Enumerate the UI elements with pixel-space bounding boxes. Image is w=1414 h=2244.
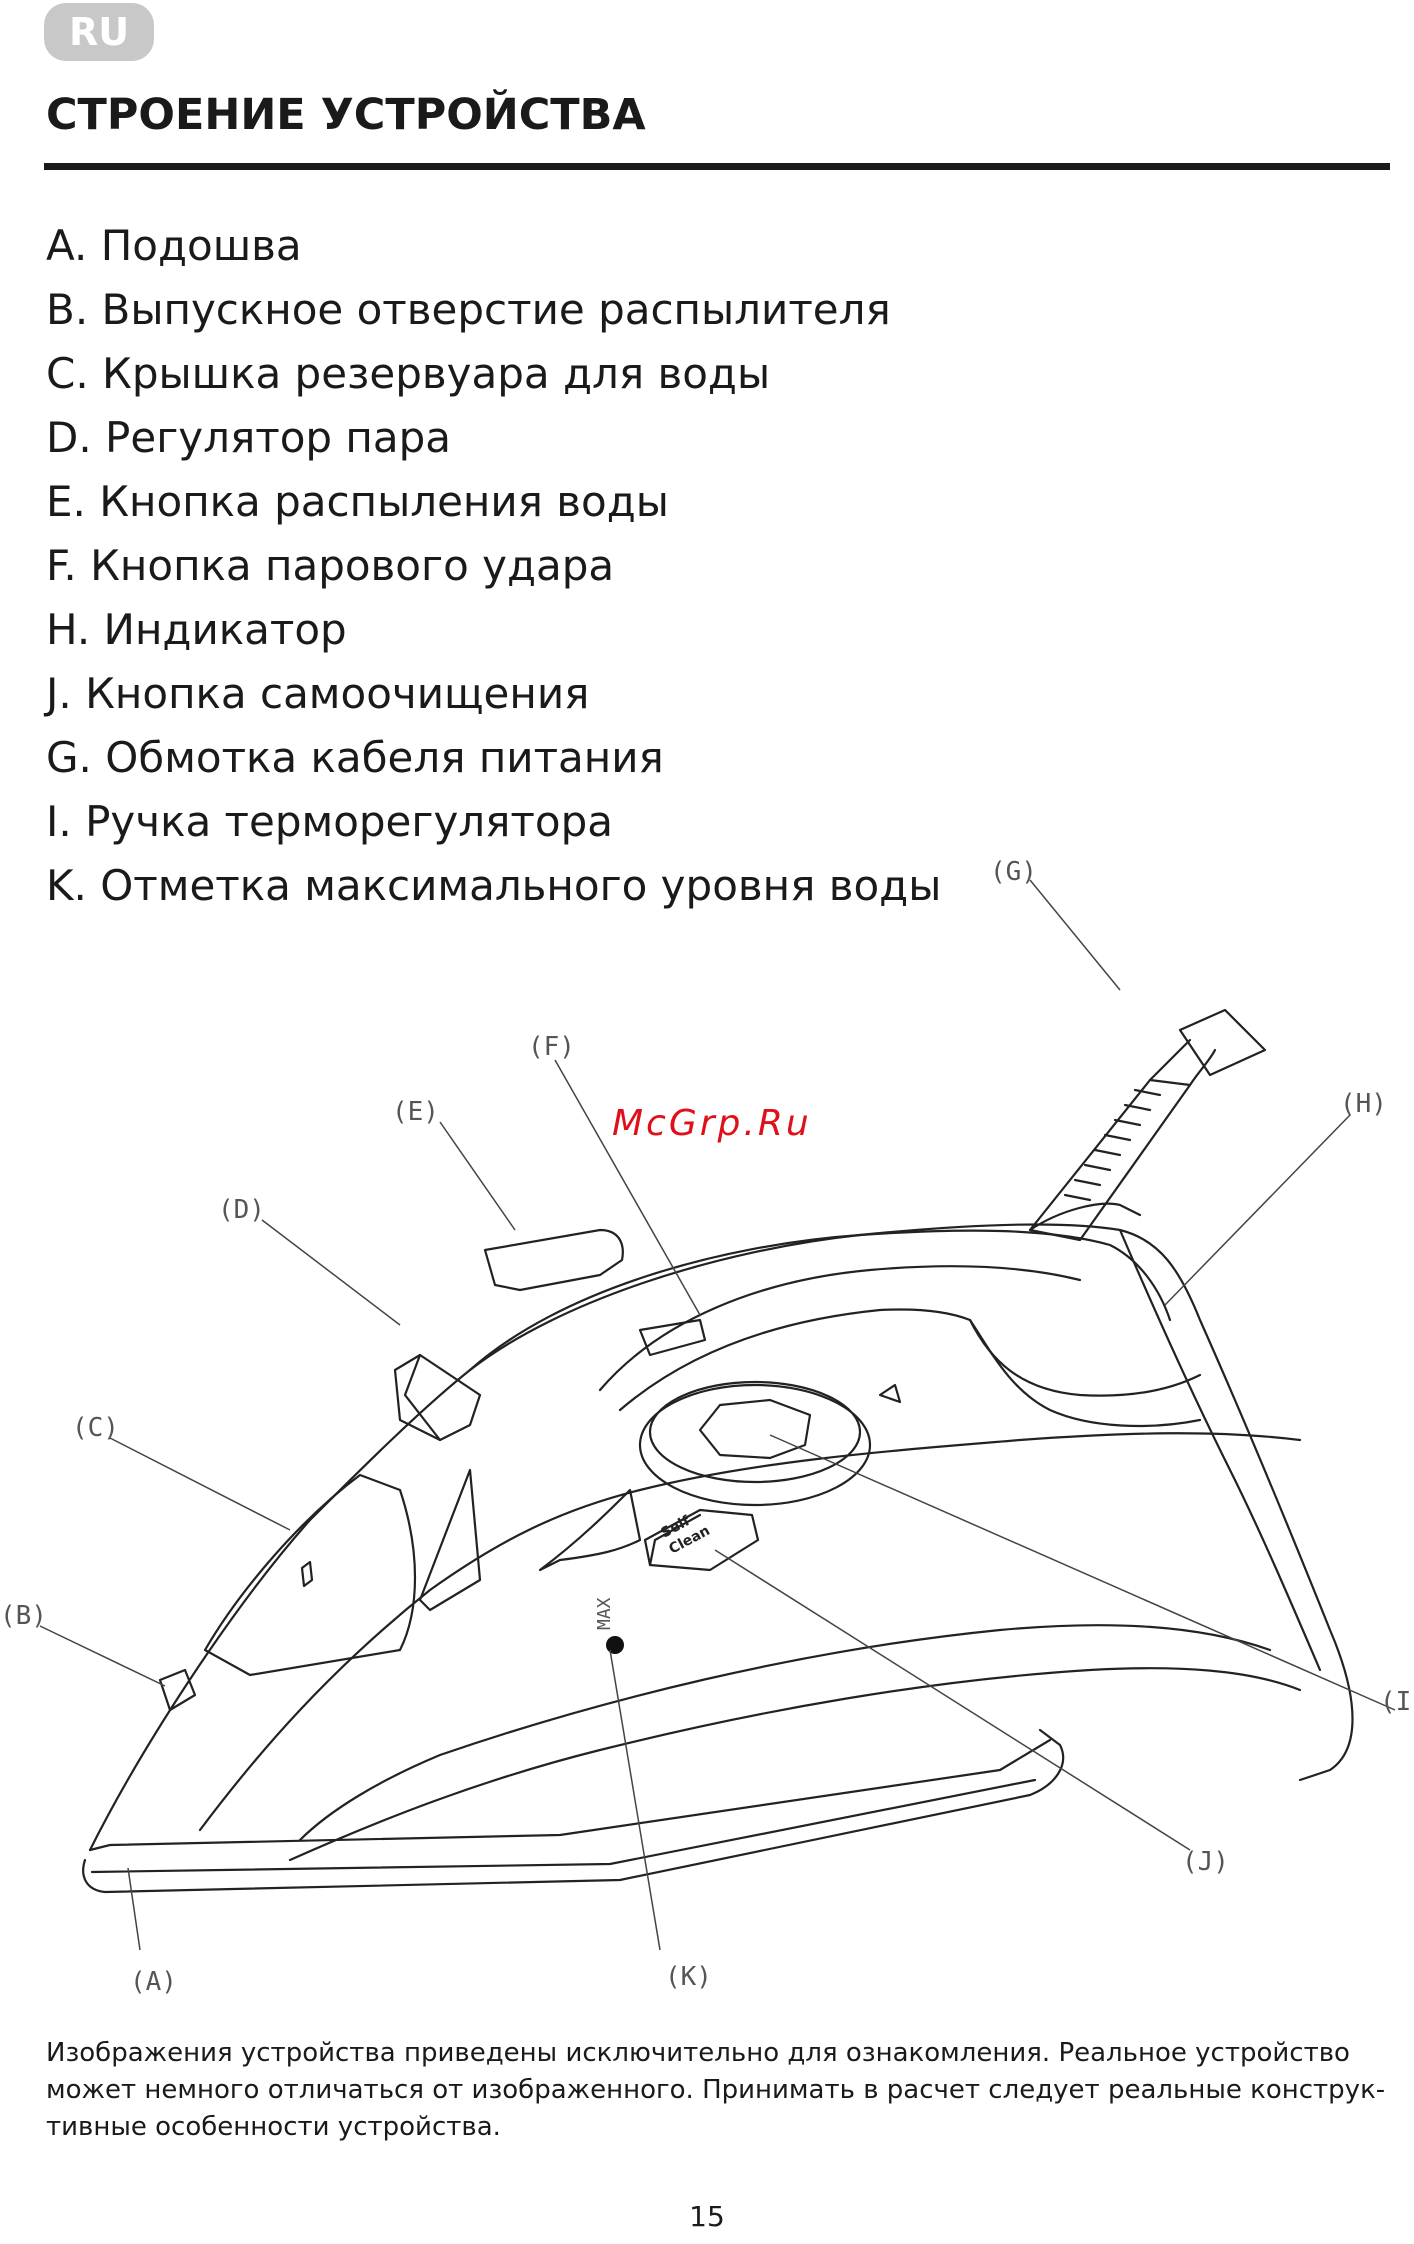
indicator-window	[968, 1318, 1202, 1397]
leader-a	[127, 1867, 141, 1951]
leader-g	[1029, 879, 1121, 991]
leader-c	[109, 1437, 291, 1531]
leader-f	[554, 1059, 701, 1316]
rear-column	[1118, 1228, 1322, 1672]
callout-g: (G)	[990, 857, 1037, 887]
part-item-a: A. Подошва	[46, 221, 302, 270]
language-badge: RU	[44, 3, 154, 61]
iron-drawing: MAX Self Clean (G) (F) (E) (D) (H) (C) (…	[0, 857, 1414, 1997]
cord-guard-top	[1178, 1008, 1267, 1077]
leader-b	[39, 1625, 166, 1687]
callout-c: (C)	[72, 1413, 119, 1443]
title-divider	[44, 163, 1390, 170]
max-mark-dot	[606, 1636, 624, 1654]
spray-button	[483, 1228, 624, 1292]
part-item-k: K. Отметка максимального уровня воды	[46, 861, 942, 910]
part-item-e: E. Кнопка распыления воды	[46, 477, 669, 526]
soleplate-edge	[88, 1738, 1052, 1852]
rear-heel	[1028, 1202, 1142, 1232]
callout-a: (A)	[130, 1967, 177, 1997]
part-item-d: D. Регулятор пара	[46, 413, 452, 462]
handle-grip-cutout	[618, 1308, 1202, 1428]
iron-body-outline	[88, 1223, 1354, 1852]
watermark: McGrp.Ru	[612, 1103, 812, 1144]
burst-button	[638, 1318, 707, 1357]
callout-f: (F)	[528, 1032, 575, 1062]
part-item-j: J. Кнопка самоочищения	[46, 669, 590, 718]
part-item-c: C. Крышка резервуара для воды	[46, 349, 771, 398]
iron-lower-body	[198, 1432, 1302, 1832]
temperature-dial	[638, 1383, 872, 1507]
water-tank-cap	[203, 1473, 417, 1677]
handle-inner-top	[598, 1265, 1082, 1392]
spray-nozzle	[158, 1668, 197, 1712]
iron-skirt-line	[288, 1667, 1302, 1862]
parts-list: A. Подошва B. Выпускное отверстие распыл…	[46, 214, 941, 918]
iron-skirt-inner	[298, 1624, 1272, 1842]
callout-d: (D)	[218, 1195, 265, 1225]
leader-k	[609, 1649, 661, 1951]
page-number: 15	[689, 2200, 725, 2233]
leader-i	[769, 1434, 1396, 1711]
part-item-g: G. Обмотка кабеля питания	[46, 733, 664, 782]
leader-d	[261, 1219, 401, 1326]
leader-h	[1164, 1114, 1351, 1306]
handle-outline	[468, 1229, 1172, 1372]
part-item-f: F. Кнопка парового удара	[46, 541, 615, 590]
max-mark-label: MAX	[594, 1597, 615, 1630]
callout-i: (I)	[1380, 1687, 1414, 1717]
callout-h: (H)	[1340, 1089, 1387, 1119]
part-item-b: B. Выпускное отверстие распылителя	[46, 285, 891, 334]
part-item-h: H. Индикатор	[46, 605, 347, 654]
leader-j	[714, 1549, 1191, 1851]
callout-k: (K)	[665, 1962, 712, 1992]
callout-b: (B)	[0, 1601, 47, 1631]
iron-diagram: MAX Self Clean (G) (F) (E) (D) (H) (C) (…	[0, 850, 1414, 2000]
leader-e	[439, 1121, 516, 1231]
disclaimer-text: Изображения устройства приведены исключи…	[46, 2038, 1386, 2142]
callout-j: (J)	[1182, 1847, 1229, 1877]
soleplate-bottom	[90, 1778, 1037, 1874]
part-item-i: I. Ручка терморегулятора	[46, 797, 613, 846]
soleplate-outline	[82, 1728, 1065, 1894]
page-title: СТРОЕНИЕ УСТРОЙСТВА	[46, 90, 646, 140]
callout-e: (E)	[392, 1097, 439, 1127]
